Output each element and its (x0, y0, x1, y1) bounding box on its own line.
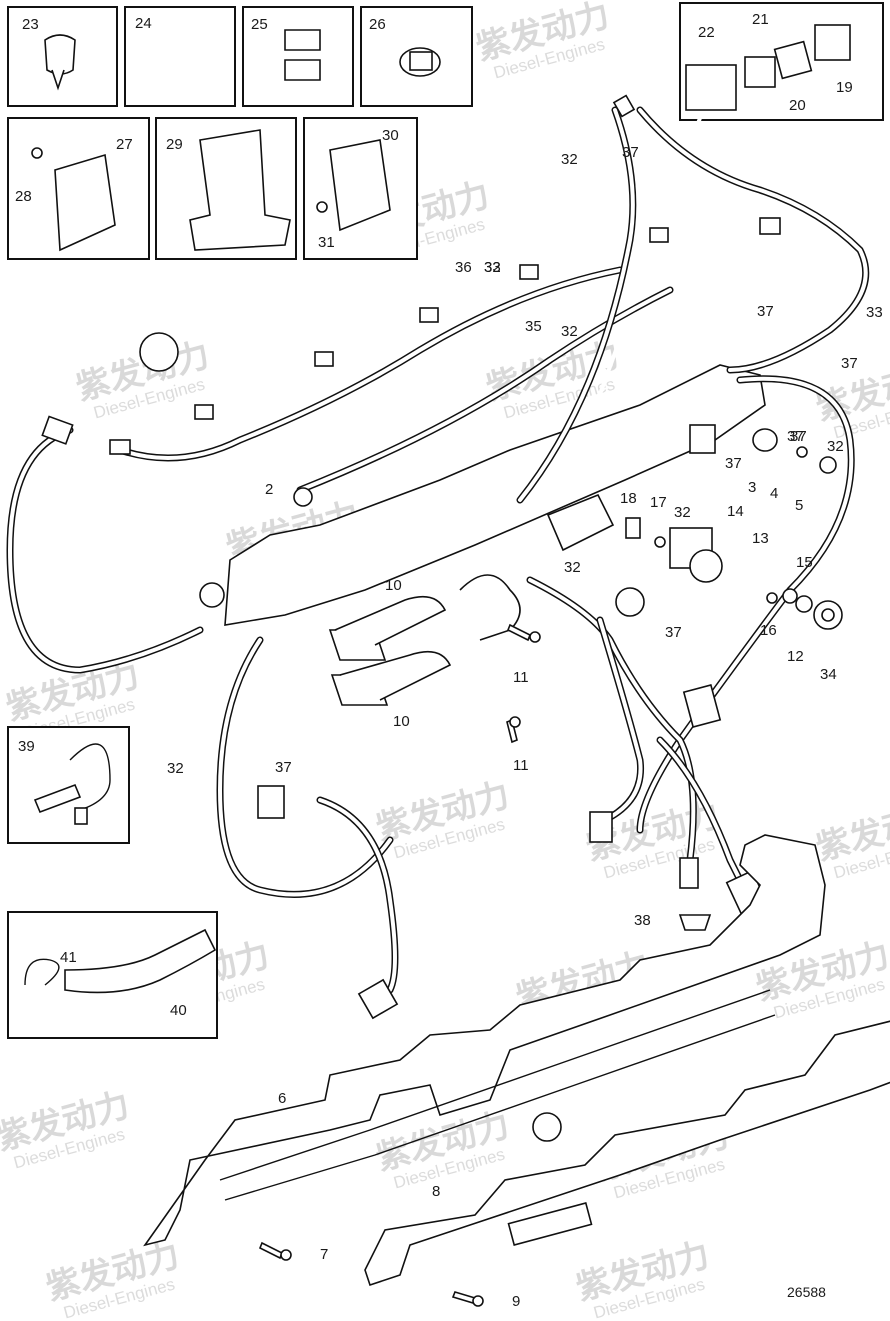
callout-10: 10 (385, 577, 402, 594)
callout-15: 15 (796, 554, 813, 571)
callout-37: 37 (665, 624, 682, 641)
inset-box-25 (242, 6, 354, 107)
callout-37: 37 (787, 428, 804, 445)
callout-14: 14 (727, 503, 744, 520)
callout-7: 7 (320, 1246, 328, 1263)
callout-circle-1 (139, 332, 179, 372)
callout-11: 11 (513, 757, 529, 774)
drawing-reference: 26588 (787, 1284, 826, 1300)
callout-3: 3 (748, 479, 756, 496)
callout-32: 32 (561, 151, 578, 168)
callout-2: 2 (265, 481, 273, 498)
callout-35: 35 (525, 318, 542, 335)
callout-25: 25 (251, 16, 268, 33)
callout-32: 32 (484, 259, 501, 276)
inset-box-27-28 (7, 117, 150, 260)
callout-4: 4 (770, 485, 778, 502)
callout-37: 37 (790, 428, 807, 445)
callout-33: 33 (866, 304, 883, 321)
callout-17: 17 (650, 494, 667, 511)
fasteners (258, 446, 837, 1307)
callout-28: 28 (15, 188, 32, 205)
callout-9: 9 (512, 1293, 520, 1310)
callout-11: 11 (513, 669, 529, 686)
callout-30: 30 (382, 127, 399, 144)
callout-37: 37 (841, 355, 858, 372)
callout-24: 24 (135, 15, 152, 32)
callout-31: 31 (318, 234, 335, 251)
callout-38: 38 (634, 912, 651, 929)
inset-box-29 (155, 117, 297, 260)
callout-5: 5 (795, 497, 803, 514)
callout-6: 6 (278, 1090, 286, 1107)
callout-19: 19 (836, 79, 853, 96)
inset-box-26 (360, 6, 473, 107)
callout-37: 37 (275, 759, 292, 776)
callout-22: 22 (698, 24, 715, 41)
callout-26: 26 (369, 16, 386, 33)
callout-32: 32 (674, 504, 691, 521)
inset-box-24 (124, 6, 236, 107)
callout-8: 8 (432, 1183, 440, 1200)
callout-12: 12 (787, 648, 804, 665)
callout-13: 13 (752, 530, 769, 547)
callout-33: 33 (484, 259, 501, 276)
callout-39: 39 (18, 738, 35, 755)
inset-box-30-31 (303, 117, 418, 260)
callout-32: 32 (564, 559, 581, 576)
callout-32: 32 (827, 438, 844, 455)
callout-27: 27 (116, 136, 133, 153)
inset-box-40-41 (7, 911, 218, 1039)
callout-18: 18 (620, 490, 637, 507)
callout-34: 34 (820, 666, 837, 683)
callout-37: 37 (725, 455, 742, 472)
main-harness (6, 94, 870, 1020)
callout-32: 32 (561, 323, 578, 340)
callout-36: 36 (455, 259, 472, 276)
inset-box-23 (7, 6, 118, 107)
harness-rail-6 (143, 834, 826, 1247)
callout-37: 37 (757, 303, 774, 320)
callout-21: 21 (752, 11, 769, 28)
callout-40: 40 (170, 1002, 187, 1019)
callout-37: 37 (622, 144, 639, 161)
inset-box-relay-19-22 (679, 2, 884, 121)
inset-box-39 (7, 726, 130, 844)
callout-20: 20 (789, 97, 806, 114)
callout-41: 41 (60, 949, 77, 966)
harness-rail-8 (364, 1020, 890, 1287)
callout-23: 23 (22, 16, 39, 33)
callout-10: 10 (393, 713, 410, 730)
callout-32: 32 (167, 760, 184, 777)
callout-labels: 1234567891010111112131415161718192021222… (15, 11, 883, 1310)
callout-29: 29 (166, 136, 183, 153)
callout-16: 16 (760, 622, 777, 639)
